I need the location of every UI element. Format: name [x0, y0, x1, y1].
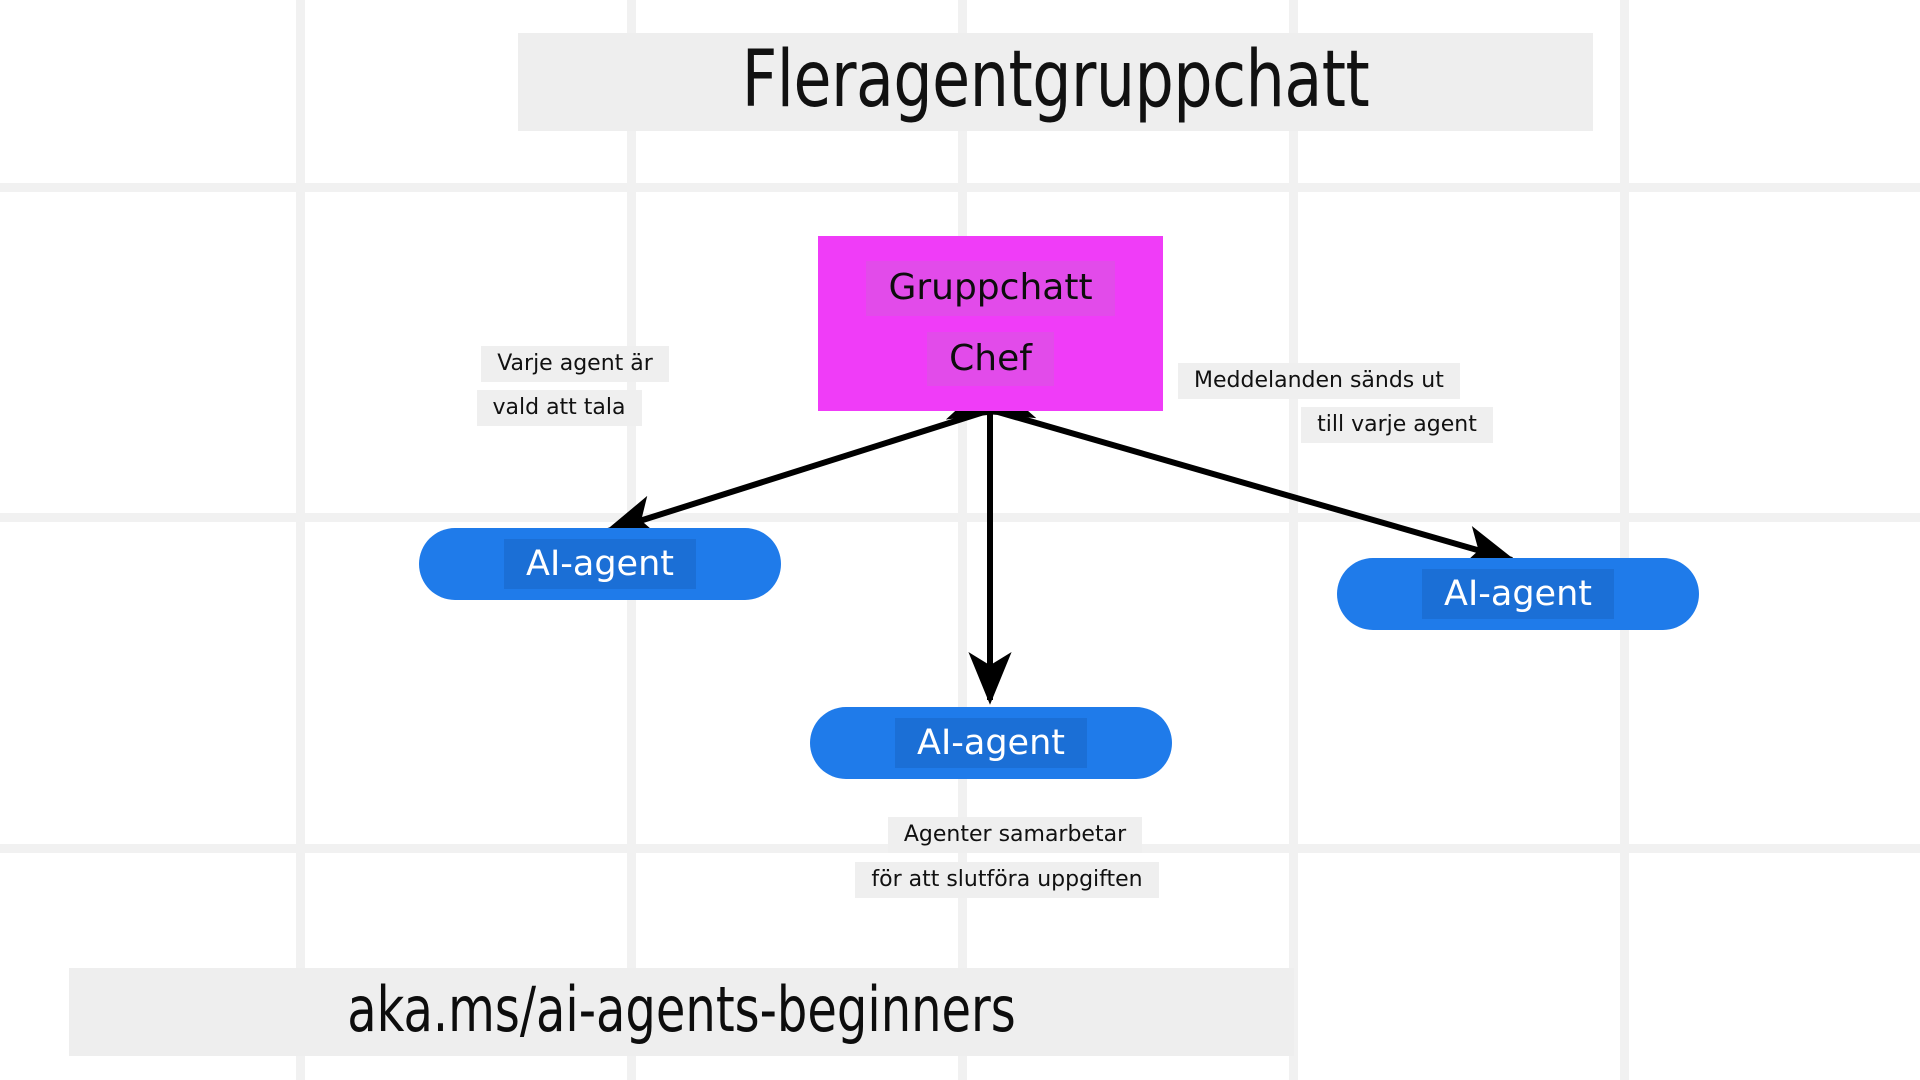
callout-left-line-1: Varje agent är [481, 346, 669, 382]
title-highlight-band [518, 33, 1593, 131]
connector-manager-to-agent-left [603, 376, 1037, 538]
grid-line-vertical [958, 0, 967, 1080]
callout-bottom: Agenter samarbetar för att slutföra uppg… [842, 817, 1172, 898]
grid-line-horizontal [0, 183, 1920, 192]
agent-label: AI-agent [1422, 568, 1614, 620]
agent-label: AI-agent [504, 538, 696, 590]
grid-line-horizontal [0, 513, 1920, 522]
grid-line-vertical [1289, 0, 1298, 1080]
grid-line-vertical [296, 0, 305, 1080]
agent-node-right[interactable]: AI-agent [1337, 558, 1699, 630]
callout-bottom-line-2: för att slutföra uppgiften [855, 862, 1159, 898]
callout-right: Meddelanden sänds ut till varje agent [1178, 363, 1598, 443]
page-title: Fleragentgruppchatt [741, 35, 1370, 125]
footer-highlight-band [69, 968, 1294, 1056]
callout-left: Varje agent är vald att tala [430, 346, 720, 426]
callout-right-line-2: till varje agent [1301, 407, 1493, 443]
manager-label-line-1: Gruppchatt [866, 260, 1115, 316]
agent-label: AI-agent [895, 717, 1087, 769]
group-chat-manager-node[interactable]: Gruppchatt Chef [818, 236, 1163, 411]
agent-node-left[interactable]: AI-agent [419, 528, 781, 600]
footer-url: aka.ms/ai-agents-beginners [347, 973, 1016, 1046]
grid-line-vertical [1620, 0, 1629, 1080]
agent-node-middle[interactable]: AI-agent [810, 707, 1172, 779]
callout-right-line-1: Meddelanden sänds ut [1178, 363, 1460, 399]
callout-bottom-line-1: Agenter samarbetar [887, 817, 1143, 853]
callout-left-line-2: vald att tala [476, 390, 642, 426]
manager-label-line-2: Chef [927, 331, 1054, 387]
